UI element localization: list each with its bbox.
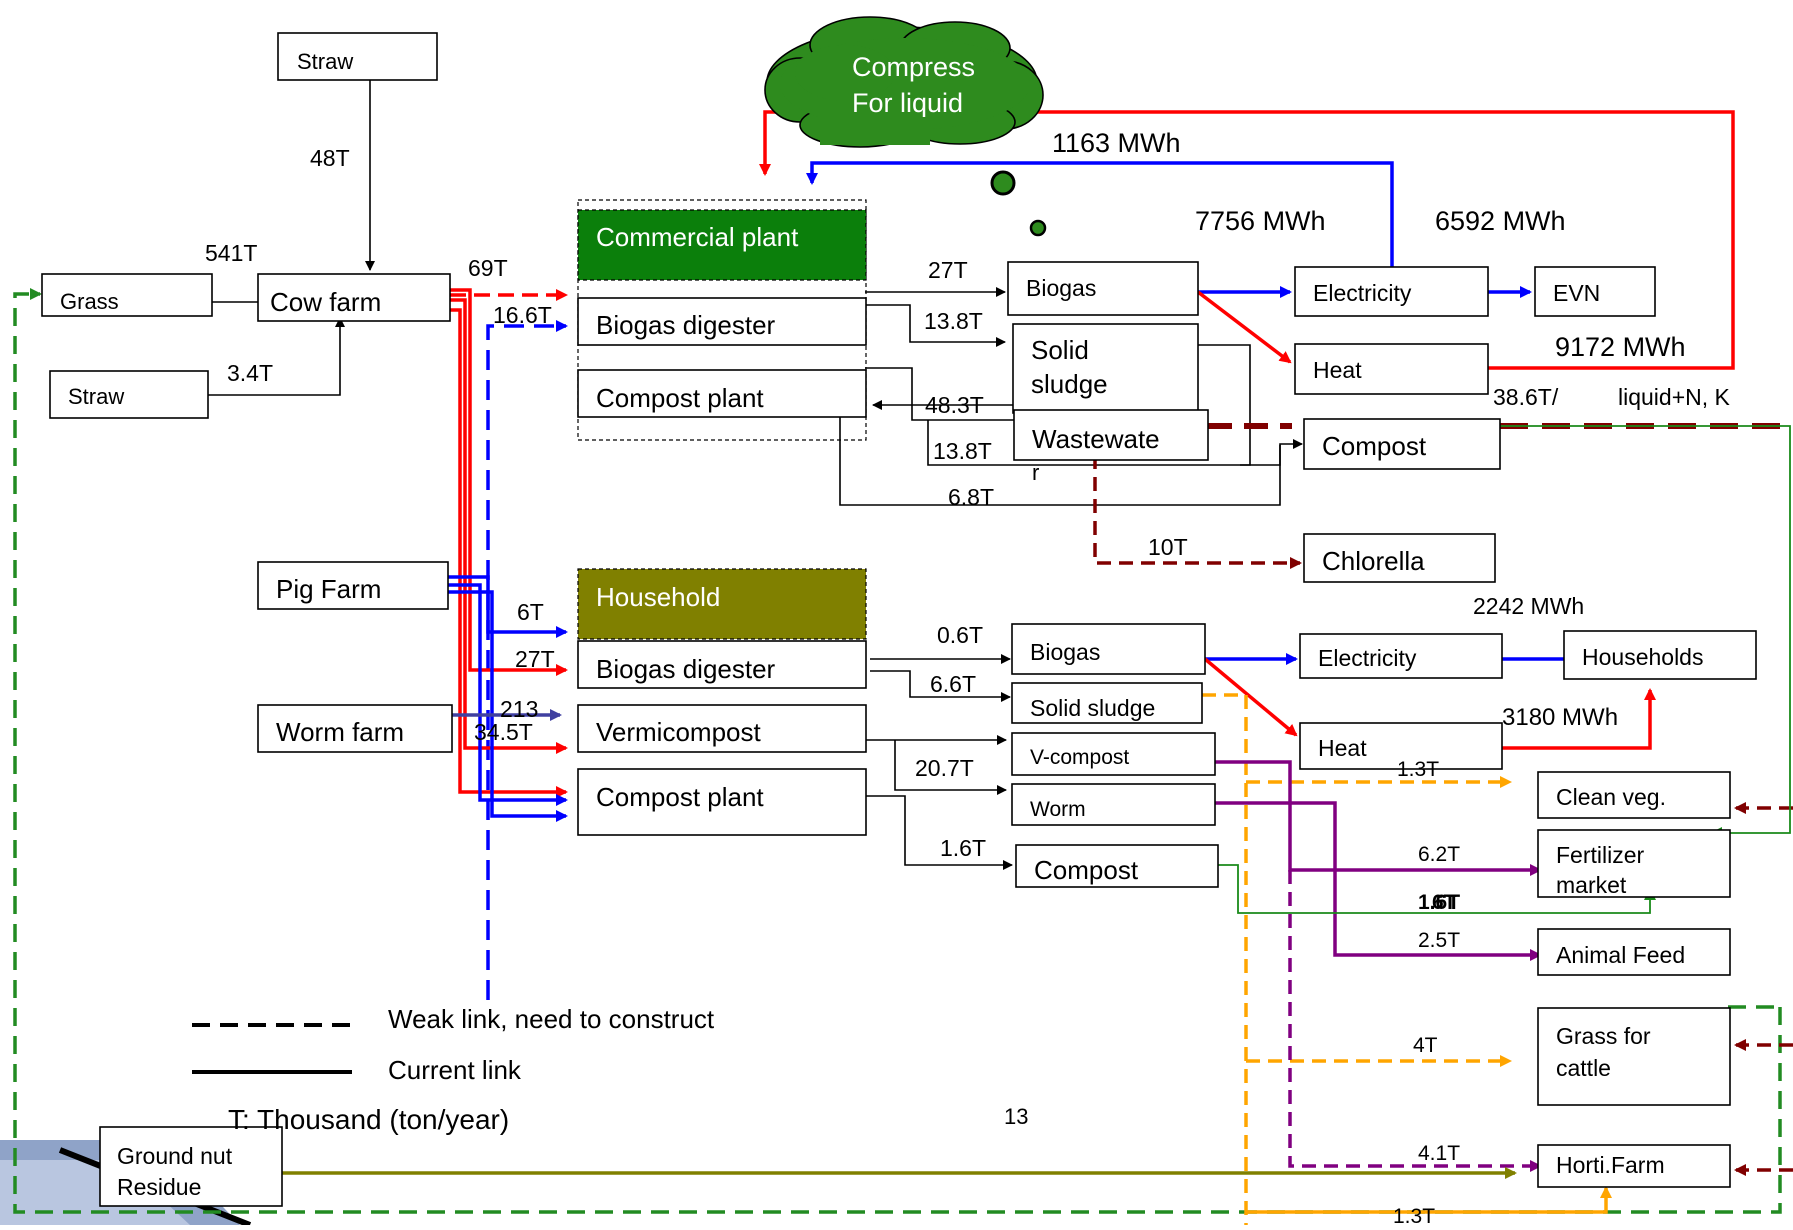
cloud-text-1: Compress: [852, 52, 975, 82]
edge-vcompost-horti: [1290, 870, 1540, 1166]
edge-vcompost-fertilizer: [1215, 762, 1540, 870]
node-straw-top-label: Straw: [297, 49, 353, 74]
label-pig-commercial: 16.6T: [493, 302, 552, 328]
node-cow-farm-label: Cow farm: [270, 287, 381, 317]
node-biogas-c-label: Biogas: [1026, 275, 1096, 301]
label-liquid: 38.6T/: [1493, 384, 1559, 410]
node-solid-sludge-c-label-2: sludge: [1031, 369, 1108, 399]
node-biogas-h-label: Biogas: [1030, 639, 1100, 665]
label-chlorella: 10T: [1148, 534, 1188, 560]
label-h-sludge: 6.6T: [930, 671, 976, 697]
legend-current-text: Current link: [388, 1055, 522, 1085]
node-solid-sludge-c-label-1: Solid: [1031, 335, 1089, 365]
node-compost-c-label: Compost: [1322, 431, 1427, 461]
edge-biogas-heat: [1198, 292, 1290, 362]
label-straw-left-cow: 3.4T: [227, 360, 273, 386]
node-electricity-c-label: Electricity: [1313, 280, 1412, 306]
label-digester-sludge: 13.8T: [924, 308, 983, 334]
label-fert-6: 6T: [1432, 891, 1457, 914]
label-liquid-nk: liquid+N, K: [1618, 384, 1731, 410]
edge-compostplant-compost: [865, 796, 1012, 865]
node-wastewater-label-1: Wastewate: [1032, 424, 1160, 454]
cloud-text-2: For liquid: [852, 88, 963, 118]
edge-h-biogas-heat: [1205, 659, 1296, 735]
label-animal-feed: 2.5T: [1418, 929, 1460, 952]
node-v-compost-label: V-compost: [1030, 746, 1129, 769]
node-solid-sludge-h-label: Solid sludge: [1030, 695, 1155, 721]
label-wastewater-compost: 13.8T: [933, 438, 992, 464]
edge-cow-household-digester: [450, 290, 566, 670]
label-cow-vermi: 34.5T: [474, 719, 533, 745]
legend-weak-text: Weak link, need to construct: [388, 1004, 715, 1034]
node-pig-farm-label: Pig Farm: [276, 574, 381, 604]
label-horti: 4.1T: [1418, 1142, 1460, 1165]
node-compost-plant-c-label: Compost plant: [596, 383, 764, 413]
node-ground-nut-label-1: Ground nut: [117, 1143, 233, 1169]
label-bottom: 1.3T: [1393, 1205, 1435, 1225]
label-1163-mwh: 1163 MWh: [1052, 128, 1181, 158]
node-household-label: Household: [596, 582, 720, 612]
label-7756-mwh: 7756 MWh: [1195, 206, 1326, 236]
label-compost-compost: 6.8T: [948, 484, 994, 510]
node-electricity-h-label: Electricity: [1318, 645, 1417, 671]
label-2242-mwh: 2242 MWh: [1473, 593, 1584, 619]
node-biogas-digester-h-label: Biogas digester: [596, 654, 776, 684]
node-grass-cattle-label-1: Grass for: [1556, 1023, 1651, 1049]
label-fert-62: 6.2T: [1418, 843, 1460, 866]
node-animal-feed-label: Animal Feed: [1556, 942, 1685, 968]
node-commercial-plant-label: Commercial plant: [596, 222, 799, 252]
node-compost-h-label: Compost: [1034, 855, 1139, 885]
label-9172-mwh: 9172 MWh: [1555, 332, 1686, 362]
label-grass-cattle: 4T: [1413, 1034, 1438, 1057]
node-straw-left-label: Straw: [68, 384, 124, 409]
cloud-text-clip: [820, 117, 930, 145]
label-vermi-out: 20.7T: [915, 755, 974, 781]
page-number: 13: [1004, 1104, 1028, 1129]
node-grass-cattle-label-2: cattle: [1556, 1055, 1611, 1081]
label-3180-mwh: 3180 MWh: [1502, 704, 1618, 731]
node-chlorella-label: Chlorella: [1322, 546, 1425, 576]
node-evn-label: EVN: [1553, 280, 1600, 306]
label-pig-household: 6T: [517, 599, 544, 625]
loop-edge: [15, 294, 1780, 1212]
node-compost-plant-h-label: Compost plant: [596, 782, 764, 812]
label-grass-cow: 541T: [205, 240, 257, 266]
node-clean-veg-label: Clean veg.: [1556, 784, 1666, 810]
label-digester-biogas: 27T: [928, 257, 968, 283]
node-wastewater-label-2: r: [1032, 460, 1039, 485]
legend-unit-text: T: Thousand (ton/year): [228, 1104, 509, 1135]
node-grass-label: Grass: [60, 289, 119, 314]
node-households-label: Households: [1582, 644, 1703, 670]
label-h-biogas: 0.6T: [937, 622, 983, 648]
label-cow-commercial: 69T: [468, 255, 508, 281]
label-wastewater-back: 48.3T: [925, 392, 984, 418]
edge-wastewater-chlorella: [1095, 455, 1300, 563]
node-biogas-digester-c-label: Biogas digester: [596, 310, 776, 340]
node-heat-c-label: Heat: [1313, 357, 1362, 383]
label-straw-cow: 48T: [310, 145, 350, 171]
node-worm-label: Worm: [1030, 798, 1086, 821]
label-6592-mwh: 6592 MWh: [1435, 206, 1566, 236]
label-cow-h-digester: 27T: [515, 646, 555, 672]
label-compost-h: 1.6T: [940, 835, 986, 861]
node-fertilizer-label-1: Fertilizer: [1556, 842, 1645, 868]
cloud-tail-circle-1: [992, 172, 1014, 194]
node-heat-h-label: Heat: [1318, 735, 1367, 761]
node-ground-nut-label-2: Residue: [117, 1174, 201, 1200]
label-clean-veg: 1.3T: [1397, 758, 1439, 781]
node-fertilizer-label-2: market: [1556, 872, 1627, 898]
node-vermicompost-label: Vermicompost: [596, 717, 761, 747]
edge-cow-vermi: [450, 300, 566, 748]
edge-worm-animalfeed: [1215, 803, 1540, 955]
cloud-tail-circle-2: [1031, 221, 1045, 235]
node-worm-farm-label: Worm farm: [276, 717, 404, 747]
node-horti-farm-label: Horti.Farm: [1556, 1152, 1665, 1178]
